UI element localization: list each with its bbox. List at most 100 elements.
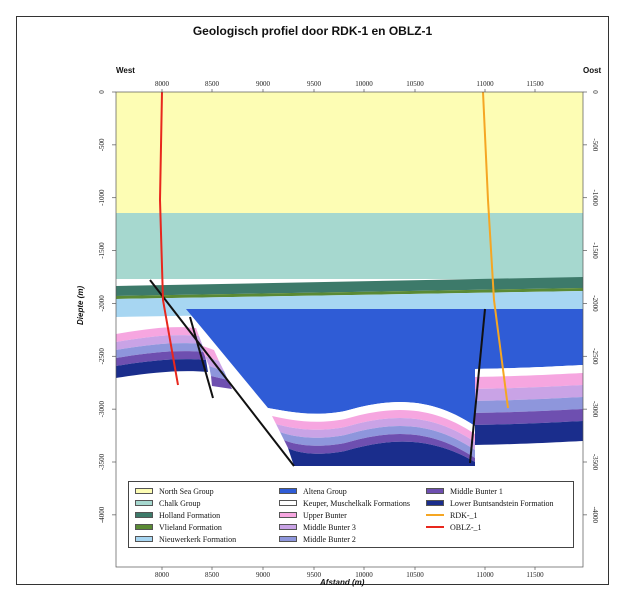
legend-swatch (279, 500, 297, 506)
layer-middle-bunter2-block (209, 366, 228, 380)
legend-item-north-sea-group: North Sea Group (135, 485, 214, 497)
x-tick-label-bottom: 8000 (155, 571, 170, 579)
legend-item-oblz-1: OBLZ-_1 (426, 521, 482, 533)
layer-holland-formation (116, 277, 583, 296)
layer-vlieland-formation (116, 288, 583, 299)
x-tick-label-bottom: 9500 (307, 571, 322, 579)
layer-north-sea-group (116, 92, 583, 213)
layer-upper-bunter-block (200, 345, 219, 361)
legend-item-vlieland-formation: Vlieland Formation (135, 521, 222, 533)
legend-swatch (135, 512, 153, 518)
layer-middle-bunter2-east (475, 397, 583, 413)
legend-item-middle-bunter-2: Middle Bunter 2 (279, 533, 356, 545)
legend-label: Holland Formation (159, 510, 221, 520)
axis-ticks: 8000 8500 9000 9500 10000 10500 11000 11500 8000… (98, 80, 599, 579)
x-tick-label-top: 8500 (205, 80, 220, 88)
layer-middle-bunter3-west (116, 335, 202, 350)
legend-item-middle-bunter-1: Middle Bunter 1 (426, 485, 503, 497)
fault-line-3 (469, 308, 486, 464)
layer-upper-bunter-west (116, 327, 199, 342)
y-tick-label-right: -2500 (591, 348, 599, 365)
legend-label: Middle Bunter 3 (303, 522, 356, 532)
legend-item-rdk-1: RDK-_1 (426, 509, 478, 521)
layer-middle-bunter2-west (116, 343, 204, 358)
y-tick-label-left: -1500 (98, 242, 106, 259)
fault-line-2 (189, 316, 214, 399)
legend-swatch (279, 524, 297, 530)
plot-border (115, 91, 584, 568)
x-tick-label-bottom: 9000 (256, 571, 271, 579)
layer-middle-bunter1-central (284, 433, 475, 462)
legend-label: Keuper, Muschelkalk Formations (303, 498, 410, 508)
y-tick-label-left: -500 (98, 138, 106, 151)
legend-label: North Sea Group (159, 486, 214, 496)
legend-label: Middle Bunter 2 (303, 534, 356, 544)
legend-swatch (279, 512, 297, 518)
legend-label: OBLZ-_1 (450, 522, 482, 532)
x-axis-label: Afstand (m) (320, 578, 365, 587)
y-tick-label-left: -1000 (98, 189, 106, 206)
west-label: West (116, 66, 135, 75)
legend-label: Chalk Group (159, 498, 201, 508)
y-tick-label-left: -2500 (98, 348, 106, 365)
legend-swatch (135, 524, 153, 530)
x-tick-label-top: 9000 (256, 80, 271, 88)
layer-upper-bunter-central (272, 409, 475, 442)
y-tick-label-left: -2000 (98, 295, 106, 312)
x-tick-label-top: 9500 (307, 80, 322, 88)
x-tick-label-bottom: 10500 (406, 571, 424, 579)
y-tick-label-right: -1500 (591, 242, 599, 259)
legend-line (426, 526, 444, 528)
y-tick-label-left: -3500 (98, 453, 106, 470)
y-tick-label-right: -500 (591, 138, 599, 151)
figure-title: Geologisch profiel door RDK-1 en OBLZ-1 (192, 24, 433, 38)
layer-middle-bunter1-west (116, 351, 206, 366)
y-tick-label-right: -4000 (591, 507, 599, 524)
legend-item-holland-formation: Holland Formation (135, 509, 220, 521)
legend-label: Vlieland Formation (159, 522, 222, 532)
x-tick-label-top: 10000 (355, 80, 373, 88)
y-tick-label-left: 0 (98, 90, 106, 94)
faults (149, 279, 486, 467)
layer-middle-bunter3-central (276, 417, 475, 450)
legend-item-middle-bunter-3: Middle Bunter 3 (279, 521, 356, 533)
y-tick-label-left: -3000 (98, 400, 106, 417)
x-tick-label-bottom: 11500 (526, 571, 544, 579)
legend: North Sea Group Chalk Group Holland Form… (128, 481, 574, 548)
layer-upper-bunter-east (475, 373, 583, 389)
legend-item-chalk-group: Chalk Group (135, 497, 201, 509)
y-tick-label-right: -3000 (591, 401, 599, 418)
x-tick-label-top: 11500 (526, 80, 544, 88)
legend-line (426, 514, 444, 516)
well-rdk-1 (482, 91, 509, 409)
legend-label: Lower Buntsandstein Formation (450, 498, 554, 508)
x-tick-label-top: 11000 (476, 80, 494, 88)
legend-swatch (279, 488, 297, 494)
layer-keuper-west (116, 319, 196, 334)
y-axis-label: Diepte (m) (76, 285, 85, 325)
layer-lower-bunt-central (288, 441, 475, 466)
x-tick-label-bottom: 11000 (476, 571, 494, 579)
legend-swatch (135, 536, 153, 542)
y-tick-label-left: -4000 (98, 506, 106, 523)
layer-altena-group (186, 309, 583, 426)
outer-border (16, 16, 609, 585)
layer-keuper-east (475, 365, 583, 377)
legend-label: Altena Group (303, 486, 347, 496)
layer-middle-bunter2-central (280, 425, 475, 458)
y-tick-label-right: 0 (591, 90, 599, 94)
y-tick-label-right: -3500 (591, 454, 599, 471)
layer-chalk-group (116, 213, 583, 279)
layers (116, 92, 583, 466)
legend-swatch (135, 488, 153, 494)
legend-swatch (279, 536, 297, 542)
y-tick-label-right: -1000 (591, 190, 599, 207)
x-tick-label-bottom: 8500 (205, 571, 220, 579)
x-tick-label-top: 8000 (155, 80, 170, 88)
y-tick-label-right: -2000 (591, 295, 599, 312)
fault-line-1 (149, 279, 295, 467)
layer-middle-bunter3-east (475, 385, 583, 401)
legend-item-keuper: Keuper, Muschelkalk Formations (279, 497, 410, 509)
